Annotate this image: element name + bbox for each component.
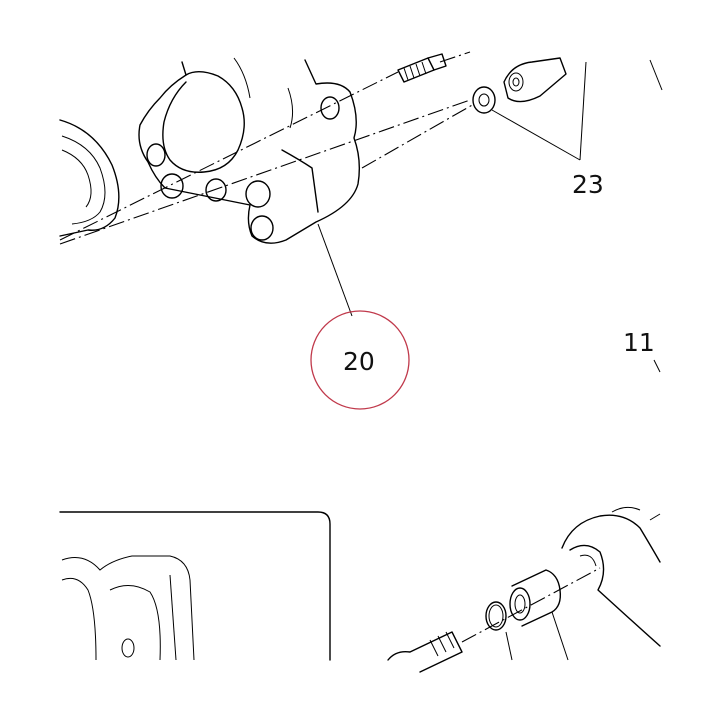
axis-line-bottom (461, 567, 601, 643)
callout-20: 20 (343, 347, 375, 376)
callout-23: 23 (572, 170, 604, 199)
axis-line-washer (361, 103, 475, 169)
lower-bolt (387, 631, 463, 673)
leader-line-11 (653, 359, 661, 373)
axis-line-right (439, 51, 471, 63)
banjo-bolt (503, 57, 567, 103)
highlight-circle (310, 310, 410, 410)
o-ring (485, 601, 507, 631)
upper-bolt (397, 53, 447, 83)
caliper-body (138, 57, 361, 244)
lower-bracket (561, 506, 661, 647)
leader-line-lower-b (551, 611, 569, 661)
detail-inset-frame (59, 511, 331, 661)
leader-line-23a (491, 109, 581, 161)
sleeve (509, 569, 562, 627)
leader-line-lower-a (505, 631, 513, 661)
leader-line-23b (579, 61, 587, 161)
axis-line-upper (59, 71, 399, 241)
left-bracket-part (59, 119, 120, 237)
washer-23 (472, 86, 496, 114)
leader-line-20 (317, 223, 353, 317)
axis-line-lower (59, 99, 471, 245)
callout-11: 11 (623, 328, 655, 357)
right-edge-mark (649, 59, 663, 91)
